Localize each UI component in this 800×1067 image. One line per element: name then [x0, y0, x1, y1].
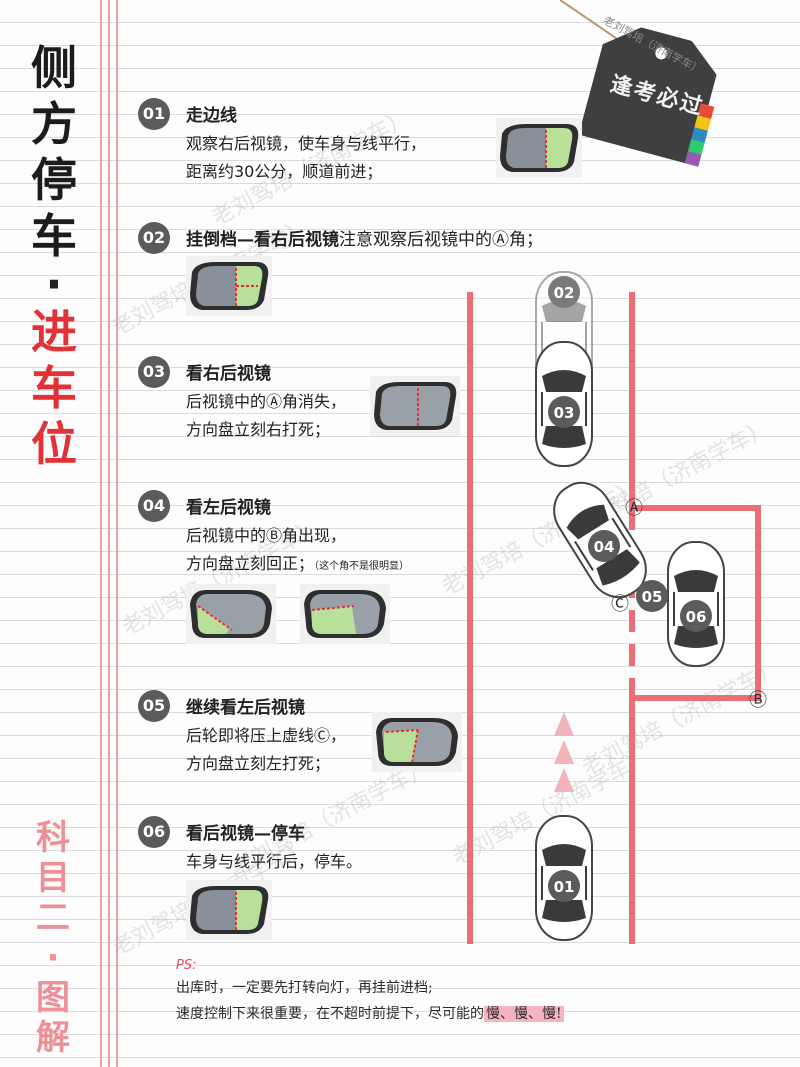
badge-05-text: 05	[642, 588, 663, 606]
right-mirror-image	[496, 118, 582, 178]
title-char: 位	[31, 417, 77, 471]
step-note: （这个角不是很明显）	[314, 561, 410, 572]
step-number: 05	[138, 690, 170, 722]
badge-01: 01	[548, 870, 580, 902]
marker-a: Ⓐ	[625, 498, 643, 519]
parking-diagram: 02 03 04 05 06 01 Ⓐ Ⓑ Ⓒ	[467, 271, 767, 944]
left-mirror-image	[186, 584, 276, 644]
page-subtitle: 科 目 二 · 图 解	[30, 818, 76, 1058]
marker-b: Ⓑ	[749, 690, 767, 711]
step-line: 后视镜中的Ⓐ角消失，	[186, 392, 347, 411]
step-line: 方向盘立刻右打死；	[186, 420, 331, 439]
badge-03-text: 03	[554, 404, 575, 422]
arrow-up	[554, 768, 574, 792]
step-title: 看左后视镜	[186, 498, 271, 518]
step-number: 02	[138, 222, 170, 254]
title-char: 侧	[31, 41, 77, 95]
step-line: 后轮即将压上虚线Ⓒ，	[186, 726, 347, 745]
step-line: 方向盘立刻左打死；	[186, 754, 331, 773]
step-number: 04	[138, 490, 170, 522]
subtitle-char: 解	[36, 1018, 70, 1058]
badge-03: 03	[548, 396, 580, 428]
parking-space-outline	[632, 505, 761, 701]
step-number: 03	[138, 356, 170, 388]
title-char: 进	[31, 305, 77, 359]
step-line-text: 方向盘立刻回正；	[186, 554, 315, 573]
step-title: 看后视镜—停车	[186, 824, 305, 844]
ps-emphasis: 慢、慢、慢!	[484, 1006, 564, 1022]
right-mirror-image	[370, 376, 460, 436]
margin-line-right	[116, 0, 118, 1067]
subtitle-char: 图	[36, 978, 70, 1018]
arrow-up	[554, 740, 574, 764]
step-title-rest: 注意观察后视镜中的Ⓐ角；	[339, 230, 543, 250]
title-char: 车	[31, 209, 77, 263]
badge-05: 05	[636, 580, 668, 612]
ps-label: PS:	[176, 958, 197, 973]
subtitle-char: ·	[46, 938, 60, 978]
badge-04-text: 04	[594, 538, 615, 556]
badge-04: 04	[588, 530, 620, 562]
step-title: 走边线	[186, 106, 237, 126]
step-number: 06	[138, 816, 170, 848]
margin-line-left	[100, 0, 102, 1067]
left-mirror-image	[300, 584, 390, 644]
page-title: 侧 方 停 车 · 进 车 位	[24, 40, 84, 472]
subtitle-char: 目	[36, 858, 70, 898]
ps-note: PS: 出库时，一定要先打转向灯，再挂前进档; 速度控制下来很重要，在不超时前提…	[176, 958, 564, 1023]
title-char: 停	[31, 153, 77, 207]
badge-06-text: 06	[686, 608, 707, 626]
step-title: 挂倒档—看右后视镜注意观察后视镜中的Ⓐ角；	[186, 225, 543, 250]
step-line: 后视镜中的Ⓑ角出现，	[186, 526, 347, 545]
step-line: 观察右后视镜，使车身与线平行，	[186, 134, 427, 153]
subtitle-char: 二	[36, 898, 70, 938]
badge-06: 06	[680, 600, 712, 632]
step-title: 看右后视镜	[186, 364, 271, 384]
badge-01-text: 01	[554, 878, 575, 896]
step-title: 继续看左后视镜	[186, 698, 305, 718]
ps-line-1: 出库时，一定要先打转向灯，再挂前进档;	[176, 980, 433, 996]
step-title-bold: 挂倒档—看右后视镜	[186, 230, 339, 250]
left-mirror-image	[372, 712, 462, 772]
badge-02-text: 02	[554, 284, 575, 302]
margin-line-mid	[108, 0, 110, 1067]
step-line: 车身与线平行后，停车。	[186, 852, 363, 871]
title-char: 方	[31, 97, 77, 151]
step-number: 01	[138, 98, 170, 130]
step-line: 方向盘立刻回正；（这个角不是很明显）	[186, 550, 409, 574]
marker-c: Ⓒ	[611, 594, 629, 615]
ps-line-2: 速度控制下来很重要，在不超时前提下，尽可能的慢、慢、慢!	[176, 1003, 564, 1023]
right-mirror-image	[186, 256, 272, 316]
subtitle-char: 科	[36, 818, 70, 858]
ps-line-2-text: 速度控制下来很重要，在不超时前提下，尽可能的	[176, 1006, 484, 1022]
title-separator: ·	[45, 257, 63, 311]
badge-02: 02	[548, 276, 580, 308]
right-mirror-image	[186, 880, 272, 940]
step-line: 距离约30公分，顺道前进；	[186, 162, 383, 181]
title-char: 车	[31, 361, 77, 415]
arrow-up	[554, 712, 574, 736]
